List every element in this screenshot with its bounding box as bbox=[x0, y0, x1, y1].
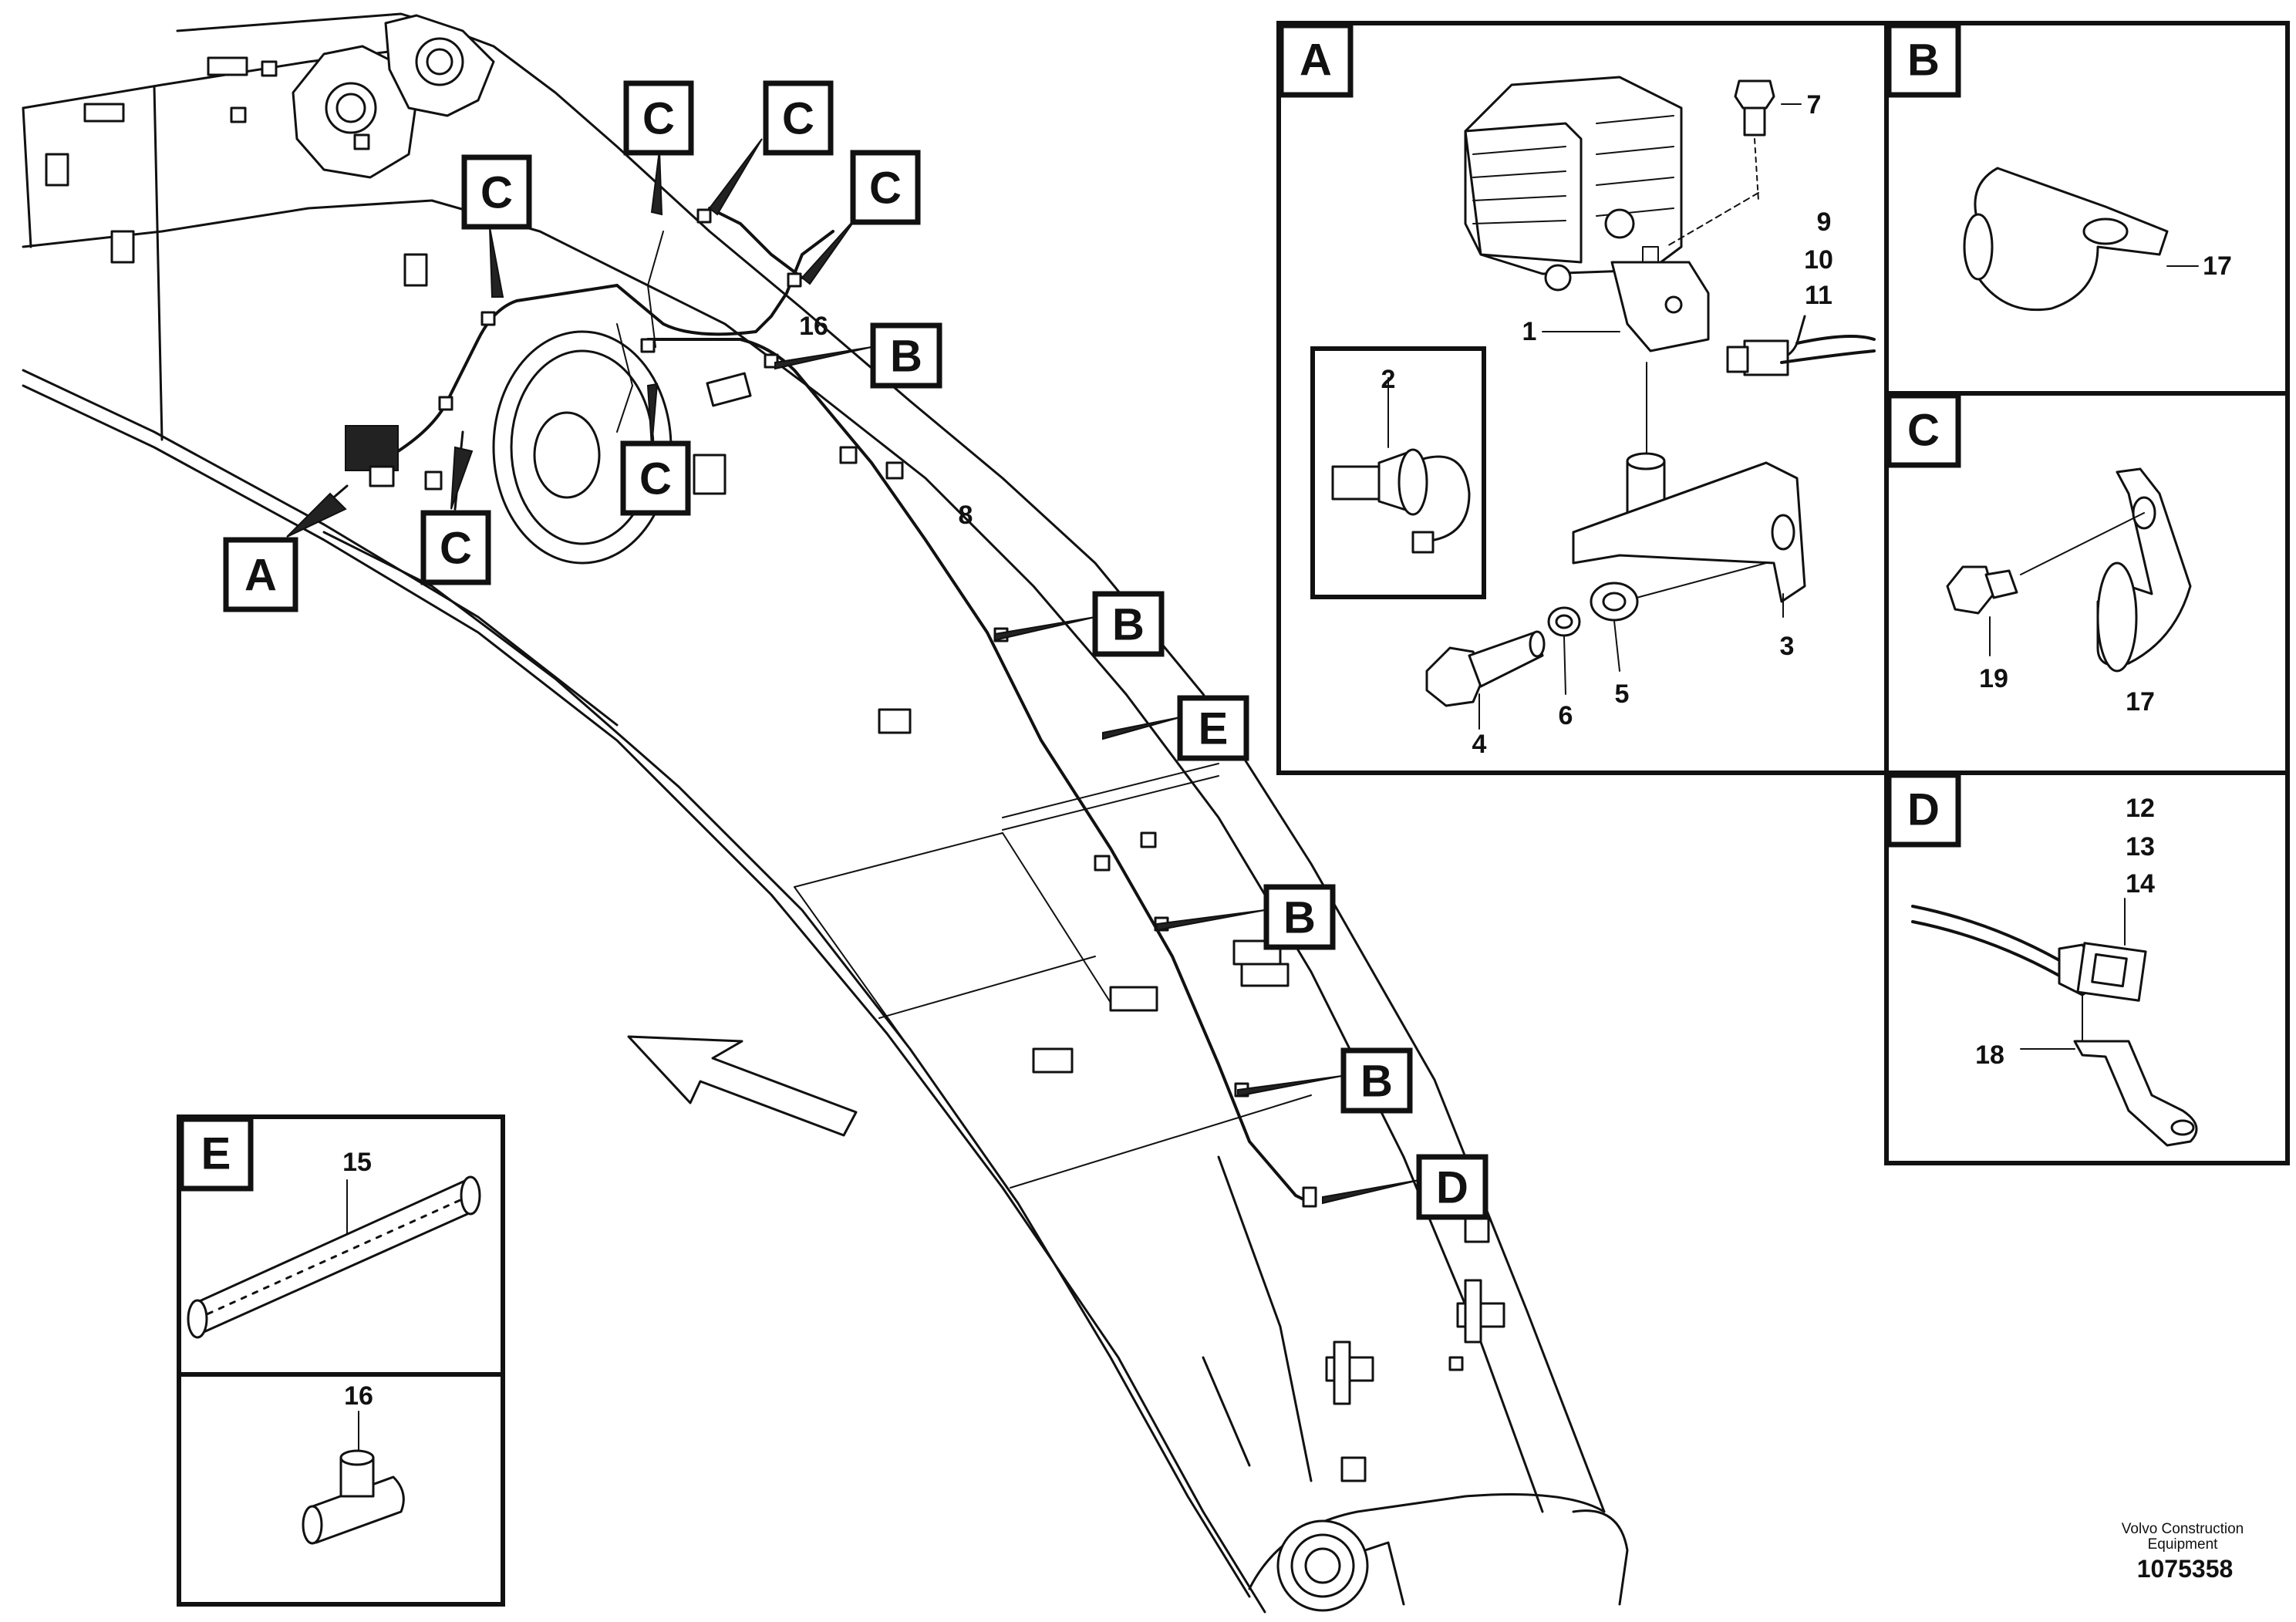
panel-d: D 12 13 14 18 bbox=[1884, 771, 2290, 1165]
svg-text:C: C bbox=[639, 454, 672, 504]
callout-c-4: C bbox=[850, 150, 921, 225]
svg-text:B: B bbox=[890, 332, 922, 382]
bolt-7-icon bbox=[1734, 79, 1802, 201]
part-number-6: 6 bbox=[1559, 701, 1573, 730]
callout-b-2: B bbox=[1092, 591, 1165, 657]
svg-text:C: C bbox=[480, 168, 513, 218]
svg-text:B: B bbox=[1907, 35, 1940, 86]
svg-text:E: E bbox=[201, 1129, 231, 1179]
callout-e: E bbox=[1177, 695, 1249, 761]
callout-b-3: B bbox=[1263, 884, 1336, 950]
svg-text:B: B bbox=[1283, 893, 1316, 943]
part-number-9: 9 bbox=[1817, 207, 1832, 237]
part-number-16-main: 16 bbox=[799, 312, 828, 341]
direction-arrow bbox=[627, 1035, 858, 1137]
part-number-4: 4 bbox=[1472, 730, 1487, 759]
part-number-16-e: 16 bbox=[344, 1381, 373, 1411]
part-number-17-c: 17 bbox=[2126, 687, 2155, 717]
svg-text:B: B bbox=[1360, 1057, 1393, 1107]
wiring-harness bbox=[345, 207, 1317, 1208]
part-number-12: 12 bbox=[2126, 794, 2155, 823]
clamp-icon bbox=[1963, 167, 2199, 312]
part-number-5: 5 bbox=[1615, 679, 1630, 709]
washer-6-icon bbox=[1547, 606, 1581, 695]
callout-leaders bbox=[286, 138, 1420, 1205]
bolt-4-icon bbox=[1425, 630, 1546, 730]
callout-c-1: C bbox=[461, 154, 532, 230]
callout-b-4: B bbox=[1340, 1047, 1413, 1114]
washer-5-icon bbox=[1590, 582, 1639, 672]
panel-b: B 17 bbox=[1884, 21, 2290, 396]
callout-c-5: C bbox=[420, 510, 491, 585]
part-number-7: 7 bbox=[1807, 90, 1822, 120]
part-number-15: 15 bbox=[342, 1148, 372, 1177]
svg-text:C: C bbox=[440, 524, 472, 574]
panel-e: E 15 16 bbox=[177, 1114, 505, 1607]
callout-d: D bbox=[1416, 1154, 1489, 1220]
svg-text:D: D bbox=[1436, 1163, 1468, 1213]
part-number-11: 11 bbox=[1805, 281, 1832, 310]
svg-text:A: A bbox=[1300, 35, 1332, 86]
svg-text:Volvo Construction: Volvo Construction bbox=[2122, 1521, 2244, 1537]
callout-c-6: C bbox=[620, 440, 691, 516]
part-number-3: 3 bbox=[1780, 632, 1795, 661]
doc-number: 1075358 bbox=[2137, 1555, 2234, 1583]
connector-mount-icon bbox=[1911, 898, 2198, 1147]
part-number-14: 14 bbox=[2126, 869, 2155, 899]
svg-text:C: C bbox=[869, 164, 902, 214]
part-number-10: 10 bbox=[1804, 245, 1833, 275]
bulb-icon bbox=[1331, 377, 1471, 554]
svg-text:B: B bbox=[1112, 600, 1145, 650]
boom-drawing bbox=[22, 12, 1629, 1614]
part-number-17-b: 17 bbox=[2203, 251, 2232, 281]
svg-text:A: A bbox=[244, 551, 277, 601]
svg-text:C: C bbox=[782, 94, 814, 144]
corrugated-tube-icon bbox=[187, 1175, 481, 1339]
part-number-1: 1 bbox=[1522, 317, 1537, 346]
part-number-2: 2 bbox=[1381, 365, 1396, 394]
callout-b-1: B bbox=[870, 322, 942, 389]
brand-block: Volvo Construction Equipment 1075358 bbox=[2122, 1521, 2244, 1583]
svg-text:C: C bbox=[642, 94, 675, 144]
part-number-19: 19 bbox=[1979, 664, 2008, 693]
part-number-13: 13 bbox=[2126, 832, 2155, 862]
callout-c-2: C bbox=[623, 80, 694, 156]
part-number-8: 8 bbox=[959, 501, 973, 530]
svg-text:D: D bbox=[1907, 785, 1940, 835]
svg-text:Equipment: Equipment bbox=[2148, 1536, 2219, 1553]
clamp-bolt-icon bbox=[1946, 467, 2192, 673]
bracket-icon bbox=[1572, 362, 1806, 618]
svg-text:C: C bbox=[1907, 406, 1940, 456]
panel-a: A 2 bbox=[1276, 21, 1889, 775]
work-lamp-icon bbox=[1464, 76, 1710, 352]
callout-c-3: C bbox=[763, 80, 834, 156]
tee-fitting-icon bbox=[302, 1411, 405, 1545]
callout-a: A bbox=[223, 537, 298, 612]
svg-text:E: E bbox=[1199, 704, 1229, 754]
connector-icon bbox=[1726, 315, 1876, 376]
part-number-18: 18 bbox=[1975, 1040, 2004, 1070]
panel-c: C 19 17 bbox=[1884, 391, 2290, 775]
